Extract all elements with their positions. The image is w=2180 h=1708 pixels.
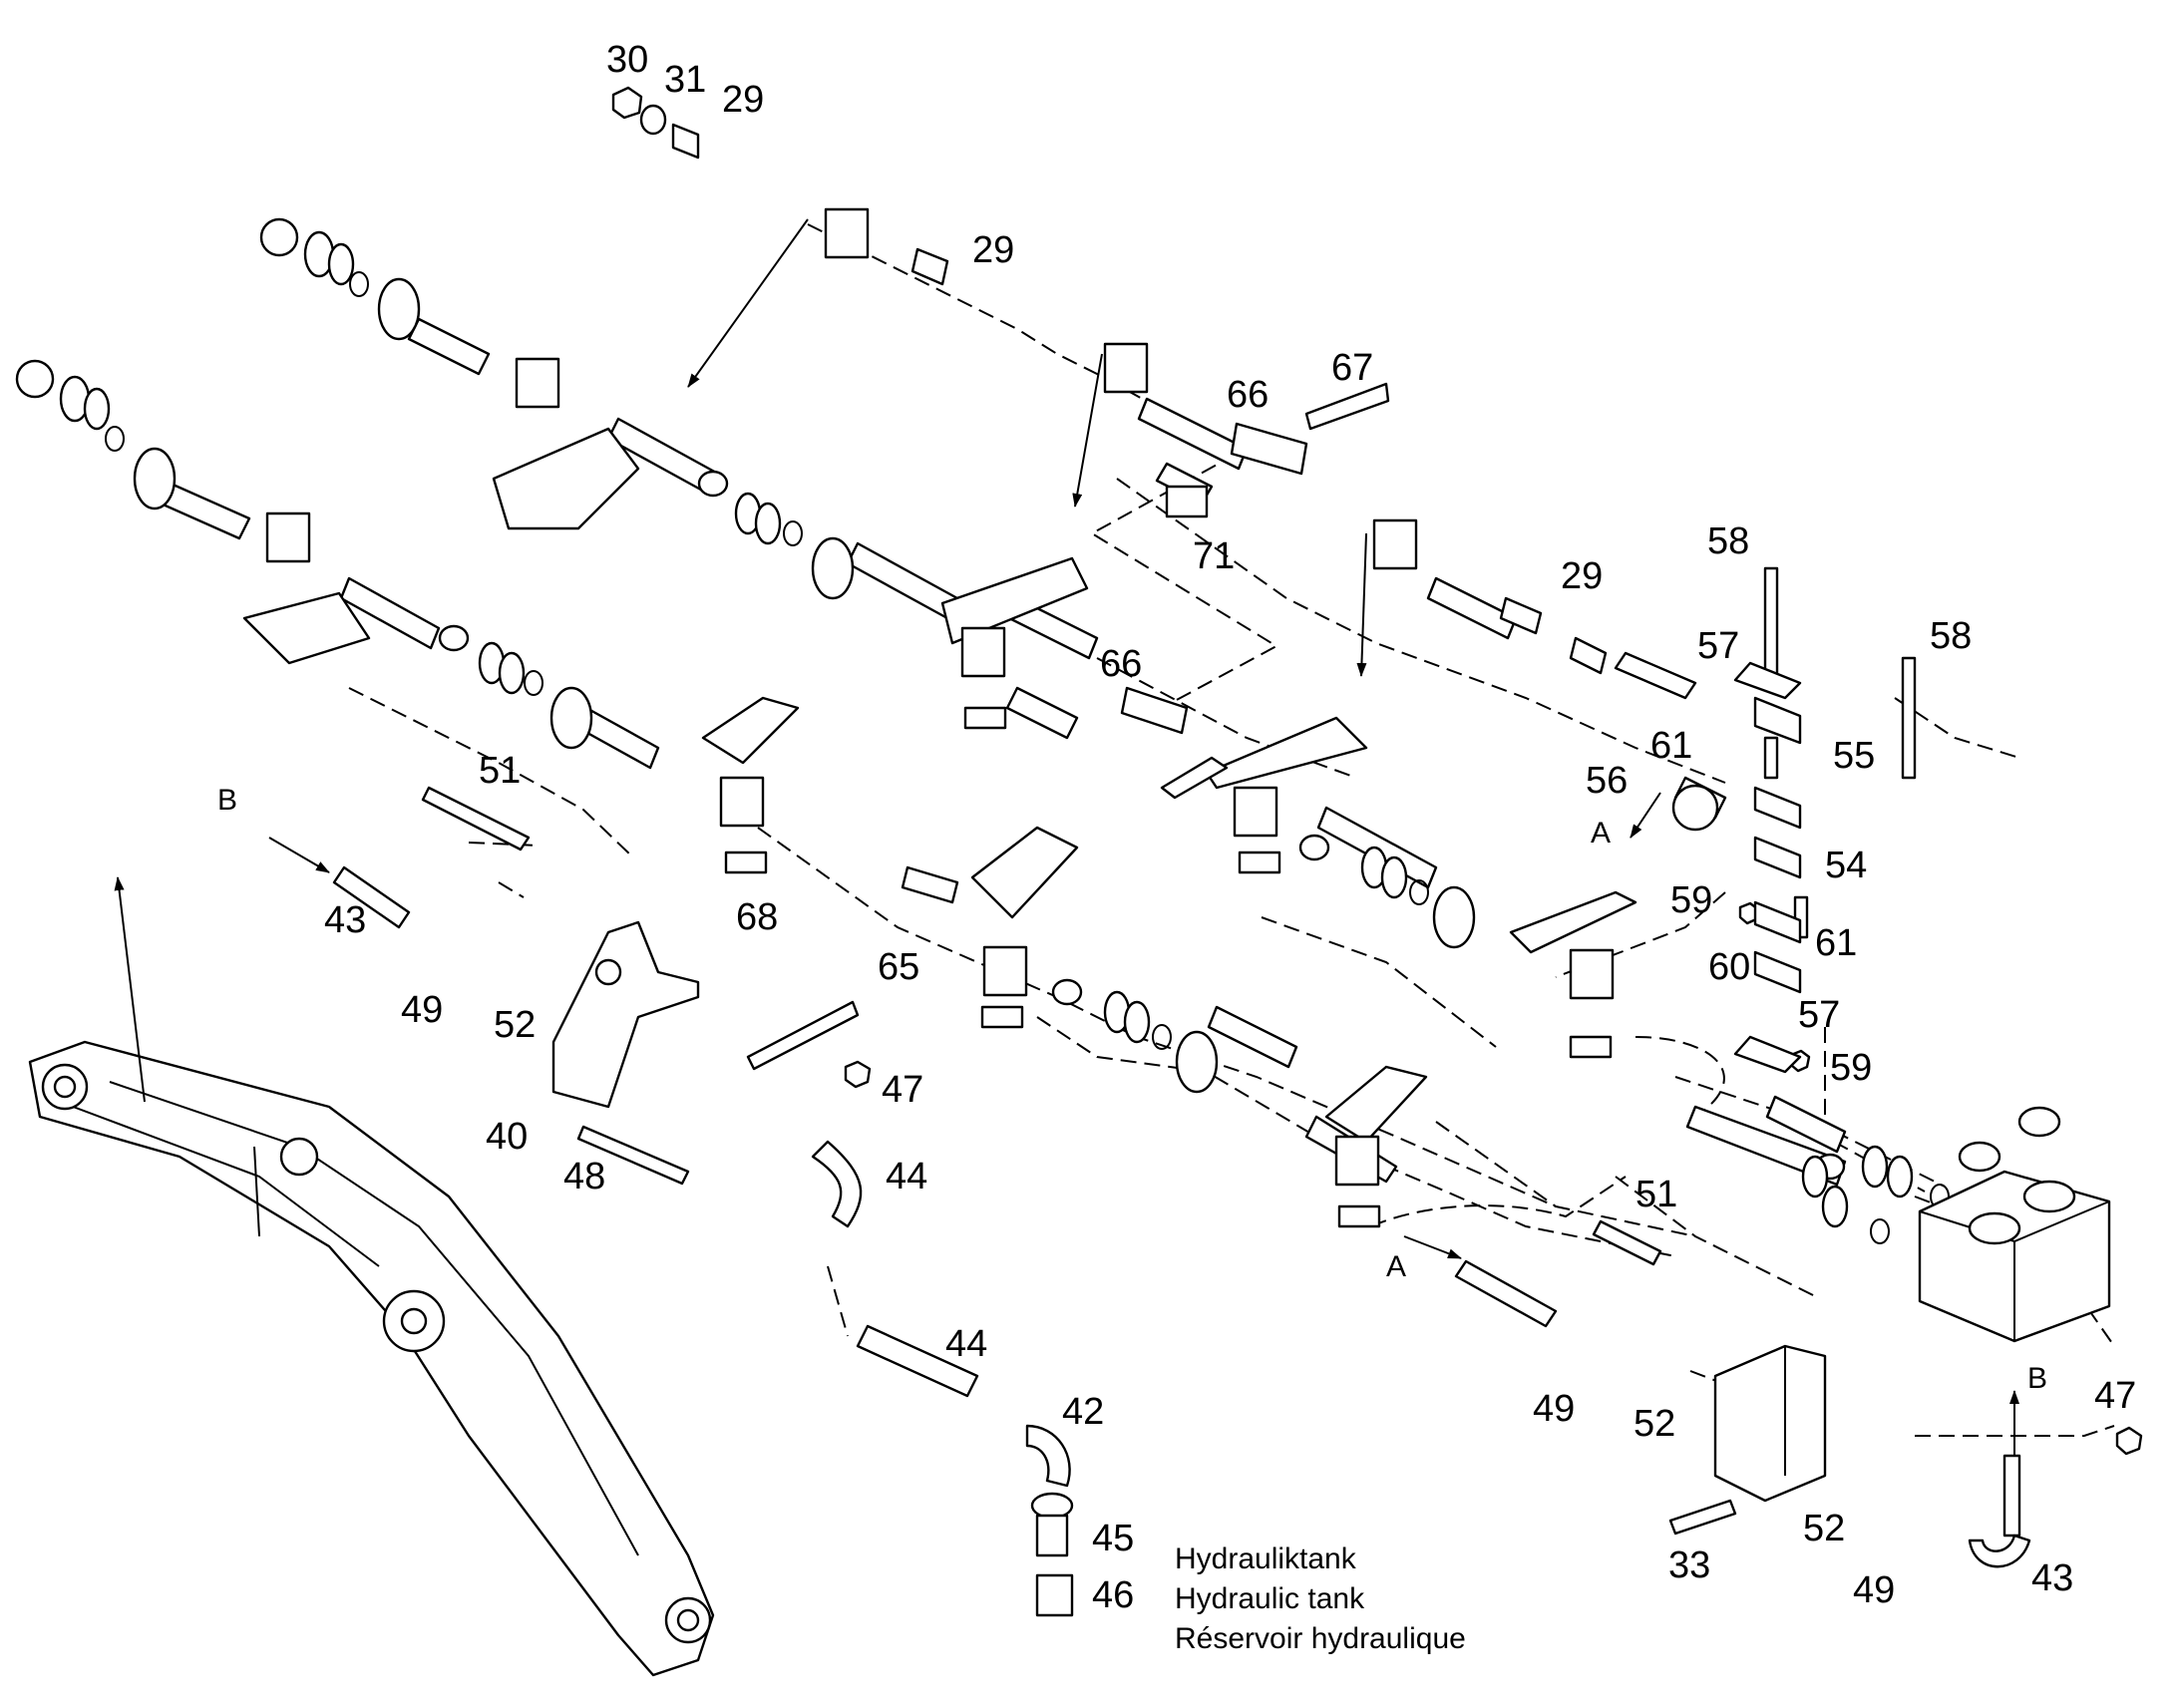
part-label: 30 [606,39,648,81]
part-label: 61 [1650,725,1692,767]
part-label: 48 [563,1156,605,1197]
part-label: 51 [1635,1174,1677,1215]
part-label: 60 [1708,946,1750,988]
part-label: 29 [722,79,764,121]
part-label: 47 [2094,1375,2136,1417]
view-marker-label: B [217,784,237,817]
part-label: 58 [1930,615,1972,657]
angle-bracket [1713,1344,1827,1503]
part-label: 52 [1634,1403,1675,1445]
part-label: 56 [1586,760,1628,802]
part-label: 52 [494,1004,536,1046]
part-label: 44 [886,1156,927,1197]
part-label: 31 [664,59,706,101]
part-label: 59 [1670,879,1712,921]
explode-arrows [114,218,2019,1491]
part-label: 49 [1533,1388,1575,1430]
caption-german: Hydrauliktank [1175,1542,1357,1575]
part-label: 71 [1193,535,1235,577]
bolts [421,382,1917,1536]
part-label: 54 [1825,845,1867,886]
part-label: 65 [878,946,919,988]
part-label: 40 [486,1116,528,1158]
hoses [332,462,2031,1568]
boom-arm [28,1040,715,1677]
part-label: 59 [1830,1047,1872,1089]
part-label: 29 [972,229,1014,271]
part-label: 46 [1092,1574,1134,1616]
part-label: 66 [1227,374,1269,416]
part-label: 49 [1853,1569,1895,1611]
hydraulic-tank-block [1918,1106,2111,1343]
pipe-clamps [265,207,1615,1228]
flange-sets [15,217,1950,1244]
part-label: 29 [1561,555,1603,597]
caption-french: Réservoir hydraulique [1175,1622,1466,1655]
tank-caption: Hydrauliktank Hydraulic tank Réservoir h… [1175,1542,1466,1655]
part-label: 66 [1100,643,1142,685]
part-label: 43 [324,899,366,941]
part-label: 45 [1092,1518,1134,1559]
part-label: 68 [736,896,778,938]
bracket-40 [551,920,700,1109]
view-marker-label: B [2027,1362,2047,1395]
part-label: 47 [882,1069,923,1111]
part-label: 61 [1815,922,1857,964]
part-label: 33 [1668,1544,1710,1586]
view-markers: B A A B [217,784,2047,1395]
part-label: 57 [1798,994,1840,1036]
part-number-labels: 30 31 29 29 67 66 71 29 58 58 57 66 61 5… [324,39,2136,1616]
caption-english: Hydraulic tank [1175,1582,1365,1615]
part-label: 42 [1062,1391,1104,1433]
part-label: 58 [1707,520,1749,562]
view-marker-label: A [1591,817,1611,850]
part-label: 52 [1803,1508,1845,1549]
mount-plates [242,427,1637,1144]
part-label: 55 [1833,735,1875,777]
part-label: 67 [1331,347,1373,389]
part-label: 43 [2031,1557,2073,1599]
part-label: 49 [401,989,443,1031]
part-label: 44 [945,1323,987,1365]
fittings [611,86,2143,1617]
saddle-parts [901,422,1802,1074]
part-label: 51 [479,750,521,792]
view-marker-label: A [1386,1250,1406,1283]
part-label: 57 [1697,625,1739,667]
